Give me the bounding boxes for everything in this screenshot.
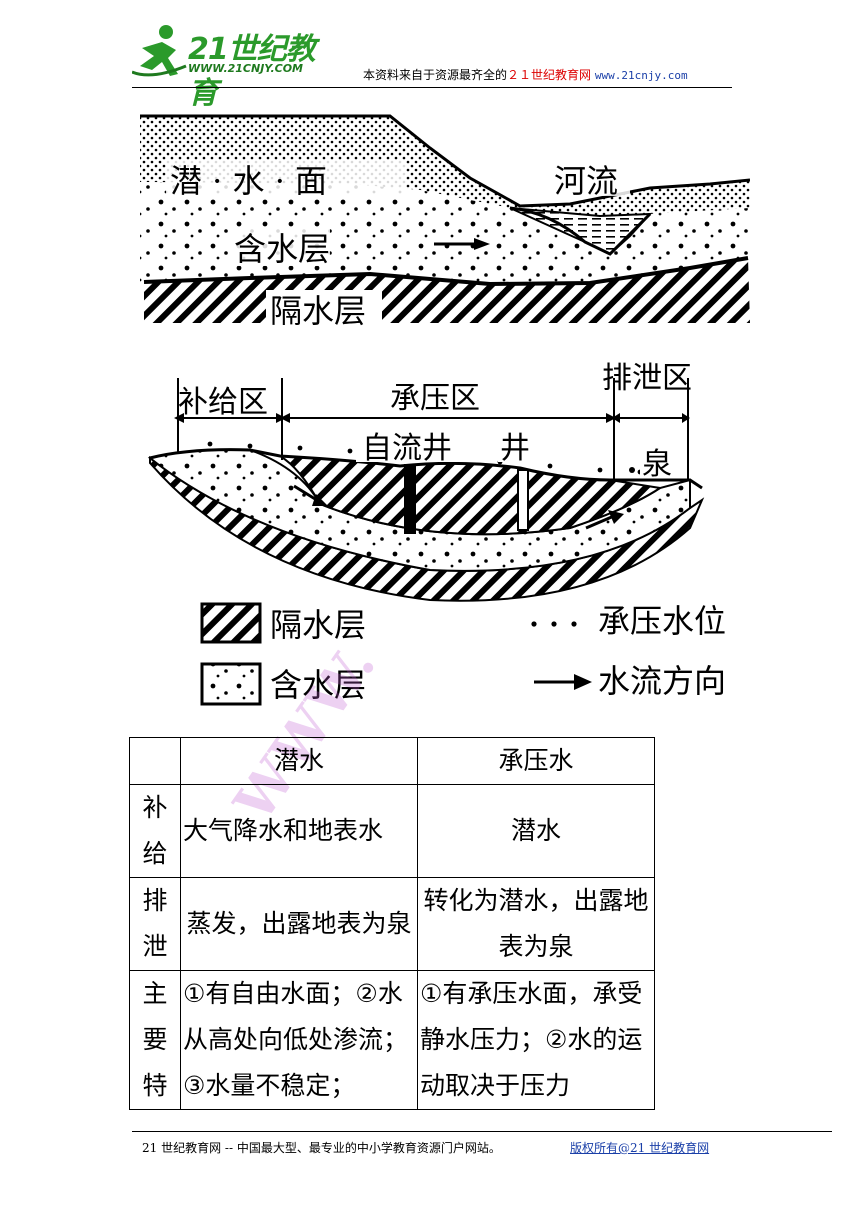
confined-cell: 转化为潜水，出露地表为泉 <box>417 877 655 971</box>
legend-aquiclude-label: 隔水层 <box>270 606 366 644</box>
flow-arrow-icon <box>434 238 490 250</box>
spring-label: 泉 <box>642 447 672 482</box>
table-header-cell: 承压水 <box>417 737 655 785</box>
header-divider <box>132 87 732 88</box>
header-url-link[interactable]: www.21cnjy.com <box>594 69 688 82</box>
runner-logo-icon <box>131 25 187 77</box>
page-header: 21世纪教育 WWW.21CNJY.COM 本资料来自于资源最齐全的２１世纪教育… <box>0 0 860 111</box>
phreatic-diagram: 潜 · 水 · 面 河流 含水层 隔水层 <box>140 114 750 330</box>
table-header-cell <box>129 737 181 785</box>
aquifer-label-top: 含水层 <box>234 230 330 268</box>
confined-cell: 潜水 <box>417 784 655 878</box>
confined-diagram: 补给区 承压区 排泄区 自流井 井 泉 <box>147 361 705 602</box>
row-label: 排泄 <box>129 877 181 971</box>
water-table-label: 潜 · 水 · 面 <box>170 162 327 200</box>
row-label: 补给 <box>129 784 181 878</box>
legend-confined-level-swatch <box>531 621 577 627</box>
legend: 隔水层 含水层 承压水位 水流方向 <box>200 602 726 706</box>
discharge-zone-label: 排泄区 <box>602 361 692 396</box>
table-row: 补给 大气降水和地表水 潜水 <box>129 784 655 878</box>
footer-text: 21 世纪教育网 -- 中国最大型、最专业的中小学教育资源门户网站。 <box>142 1141 501 1155</box>
artesian-well-shaft <box>404 464 416 534</box>
logo-text: 21世纪教育 <box>188 32 316 111</box>
table-row: 排泄 蒸发，出露地表为泉 转化为潜水，出露地表为泉 <box>129 877 655 971</box>
confined-cell: ①有承压水面，承受静水压力；②水的运动取决于压力 <box>417 970 655 1110</box>
row-label: 主要特 <box>129 970 181 1110</box>
header-note-prefix: 本资料来自于资源最齐全的 <box>363 68 508 82</box>
phreatic-cell: 大气降水和地表水 <box>180 784 418 878</box>
well-shaft <box>517 469 529 531</box>
footer-divider <box>132 1131 832 1132</box>
logo-url: WWW.21CNJY.COM <box>188 62 303 75</box>
legend-aquifer-label: 含水层 <box>270 666 366 704</box>
river-label: 河流 <box>554 162 618 200</box>
legend-arrow-icon <box>534 674 592 690</box>
unsaturated-zone <box>140 116 750 216</box>
groundwater-diagram: 潜 · 水 · 面 河流 含水层 隔水层 <box>140 114 750 706</box>
phreatic-cell: 蒸发，出露地表为泉 <box>180 877 418 971</box>
header-note: 本资料来自于资源最齐全的２１世纪教育网 www.21cnjy.com <box>363 66 688 83</box>
recharge-zone-label: 补给区 <box>178 385 268 420</box>
table-header-row: 潜水 承压水 <box>129 737 655 785</box>
flow-arrow-icon <box>585 510 624 530</box>
confined-zone-label: 承压区 <box>390 381 480 416</box>
discharge-zone-arrow <box>612 413 690 423</box>
table-header-cell: 潜水 <box>180 737 418 785</box>
artesian-well-label: 自流井 <box>362 431 452 466</box>
legend-aquiclude-swatch <box>200 602 262 644</box>
well-label: 井 <box>500 431 530 466</box>
legend-aquifer-swatch <box>200 662 262 706</box>
header-site-link[interactable]: ２１世纪教育网 <box>507 68 592 82</box>
aquiclude-label-top: 隔水层 <box>270 292 366 330</box>
phreatic-cell: ①有自由水面；②水从高处向低处渗流；③水量不稳定； <box>180 970 418 1110</box>
flow-arrow-icon <box>293 484 328 506</box>
confined-zone-arrow <box>280 413 616 423</box>
copyright-link[interactable]: 版权所有@21 世纪教育网 <box>570 1141 710 1155</box>
table-row: 主要特 ①有自由水面；②水从高处向低处渗流；③水量不稳定； ①有承压水面，承受静… <box>129 970 655 1110</box>
legend-flow-direction-label: 水流方向 <box>598 662 726 700</box>
legend-confined-level-label: 承压水位 <box>598 602 726 640</box>
page-footer: 21 世纪教育网 -- 中国最大型、最专业的中小学教育资源门户网站。 版权所有@… <box>142 1139 709 1156</box>
site-logo[interactable]: 21世纪教育 WWW.21CNJY.COM <box>131 22 342 111</box>
comparison-table: 潜水 承压水 补给 大气降水和地表水 潜水 排泄 蒸发，出露地表为泉 转化为潜水… <box>129 737 655 1110</box>
